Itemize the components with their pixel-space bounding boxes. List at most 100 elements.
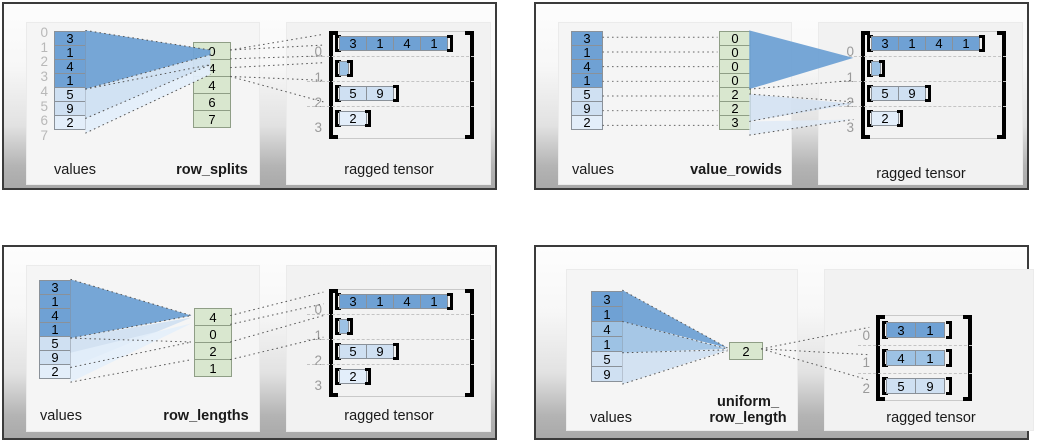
value-cell[interactable]: 4: [54, 59, 86, 74]
ragged-cell[interactable]: 1: [915, 322, 945, 338]
value-cell[interactable]: 9: [54, 101, 86, 116]
value-cell[interactable]: 9: [39, 350, 71, 365]
value-cell[interactable]: 5: [39, 336, 71, 351]
ragged-cell[interactable]: 2: [871, 111, 899, 126]
value-rowid-cell[interactable]: 0: [719, 45, 751, 60]
ragged-cell[interactable]: 5: [339, 344, 367, 359]
uniform-row-length-cell[interactable]: 2: [729, 342, 763, 360]
ragged-cell[interactable]: 2: [339, 369, 367, 384]
ragged-cell[interactable]: 1: [366, 294, 394, 309]
value-rowid-cell[interactable]: 3: [719, 115, 751, 130]
row-splits-cell[interactable]: 6: [193, 93, 231, 111]
row-splits-cell[interactable]: 0: [193, 42, 231, 60]
ragged-cell[interactable]: 4: [393, 36, 421, 51]
value-cell[interactable]: 1: [571, 45, 603, 60]
ragged-row: 2: [335, 368, 375, 385]
value-rowid-cell[interactable]: 0: [719, 73, 751, 88]
outer-bracket-right: [963, 315, 972, 401]
value-cell[interactable]: 1: [54, 45, 86, 60]
outer-bracket-left: [861, 31, 870, 139]
value-cell[interactable]: 2: [571, 115, 603, 130]
value-cell[interactable]: 1: [54, 73, 86, 88]
ragged-cell[interactable]: 1: [898, 36, 926, 51]
row-length-cell[interactable]: 1: [194, 359, 232, 377]
value-cell[interactable]: 3: [54, 31, 86, 46]
value-cell[interactable]: 5: [571, 87, 603, 102]
row-length-cell[interactable]: 0: [194, 325, 232, 343]
row-bracket-right: [979, 35, 985, 52]
value-cell[interactable]: 9: [571, 101, 603, 116]
value-cell[interactable]: 4: [591, 321, 623, 337]
ragged-cell[interactable]: 1: [952, 36, 980, 51]
ragged-row: 2: [335, 110, 375, 127]
values-caption: values: [590, 410, 632, 426]
value-cell[interactable]: 9: [591, 366, 623, 382]
ragged-cell[interactable]: 1: [420, 36, 448, 51]
ragged-row-index: 0: [314, 44, 322, 59]
ragged-cell-empty[interactable]: [339, 319, 349, 334]
outer-bracket-left: [329, 289, 338, 397]
ragged-cell[interactable]: 1: [366, 36, 394, 51]
value-cell[interactable]: 4: [39, 308, 71, 323]
ragged-cell[interactable]: 5: [886, 378, 916, 394]
ragged-cell[interactable]: 3: [871, 36, 899, 51]
ragged-cell-empty[interactable]: [339, 61, 349, 76]
ragged-tensor-block: 3 1 4 1 5: [839, 31, 1006, 139]
value-cell[interactable]: 1: [571, 73, 603, 88]
row-bracket-left: [867, 110, 873, 127]
value-cell[interactable]: 3: [571, 31, 603, 46]
value-cell[interactable]: 1: [39, 294, 71, 309]
ragged-row: [335, 318, 355, 335]
value-rowid-cell[interactable]: 2: [719, 101, 751, 116]
value-cell[interactable]: 5: [591, 351, 623, 367]
row-splits-cell[interactable]: 4: [193, 59, 231, 77]
row-separator: [307, 314, 474, 315]
row-splits-cell[interactable]: 7: [193, 110, 231, 128]
ragged-row-index: 1: [846, 70, 854, 85]
ragged-cell[interactable]: 3: [886, 322, 916, 338]
ragged-cell[interactable]: 2: [339, 111, 367, 126]
ragged-row: 4 1: [882, 349, 954, 367]
row-splits-stack: 0 4 4 6 7: [193, 42, 231, 128]
value-rowid-cell[interactable]: 0: [719, 31, 751, 46]
row-length-cell[interactable]: 2: [194, 342, 232, 360]
value-cell[interactable]: 1: [591, 306, 623, 322]
row-bracket-left: [882, 321, 888, 339]
ragged-row: 2: [867, 110, 907, 127]
ragged-cell[interactable]: 9: [898, 86, 926, 101]
ragged-cell[interactable]: 3: [339, 294, 367, 309]
row-separator: [307, 339, 474, 340]
ragged-cell[interactable]: 9: [366, 86, 394, 101]
value-cell[interactable]: 3: [591, 291, 623, 307]
value-cell[interactable]: 1: [591, 336, 623, 352]
value-rowid-cell[interactable]: 2: [719, 87, 751, 102]
ragged-cell[interactable]: 3: [339, 36, 367, 51]
row-splits-cell[interactable]: 4: [193, 76, 231, 94]
ragged-cell[interactable]: 1: [915, 350, 945, 366]
row-bracket-right: [393, 343, 399, 360]
index-label: 3: [40, 69, 48, 85]
ragged-cell[interactable]: 4: [393, 294, 421, 309]
ragged-cell[interactable]: 4: [925, 36, 953, 51]
ragged-cell[interactable]: 5: [339, 86, 367, 101]
ragged-cell[interactable]: 1: [420, 294, 448, 309]
value-cell[interactable]: 2: [39, 364, 71, 379]
value-cell[interactable]: 3: [39, 280, 71, 295]
row-length-cell[interactable]: 4: [194, 308, 232, 326]
value-rowid-cell[interactable]: 0: [719, 59, 751, 74]
ragged-cell[interactable]: 9: [366, 344, 394, 359]
value-cell[interactable]: 1: [39, 322, 71, 337]
value-cell[interactable]: 2: [54, 115, 86, 130]
row-bracket-left: [335, 85, 341, 102]
ragged-cell[interactable]: 4: [886, 350, 916, 366]
value-cell[interactable]: 5: [54, 87, 86, 102]
panel-row-splits: 0 1 2 3 4 5 6 7 3 1 4 1 5 9 2 0: [2, 2, 497, 190]
ragged-cell[interactable]: 9: [915, 378, 945, 394]
ragged-tensor-block: 3 1 4 1 5 9: [858, 315, 972, 401]
ragged-row-index: 3: [846, 120, 854, 135]
value-cell[interactable]: 4: [571, 59, 603, 74]
ragged-cell-empty[interactable]: [871, 61, 881, 76]
ragged-cell[interactable]: 5: [871, 86, 899, 101]
panel-row-lengths: 3 1 4 1 5 9 2 4 0 2 1 0 1 2 3: [2, 245, 497, 440]
